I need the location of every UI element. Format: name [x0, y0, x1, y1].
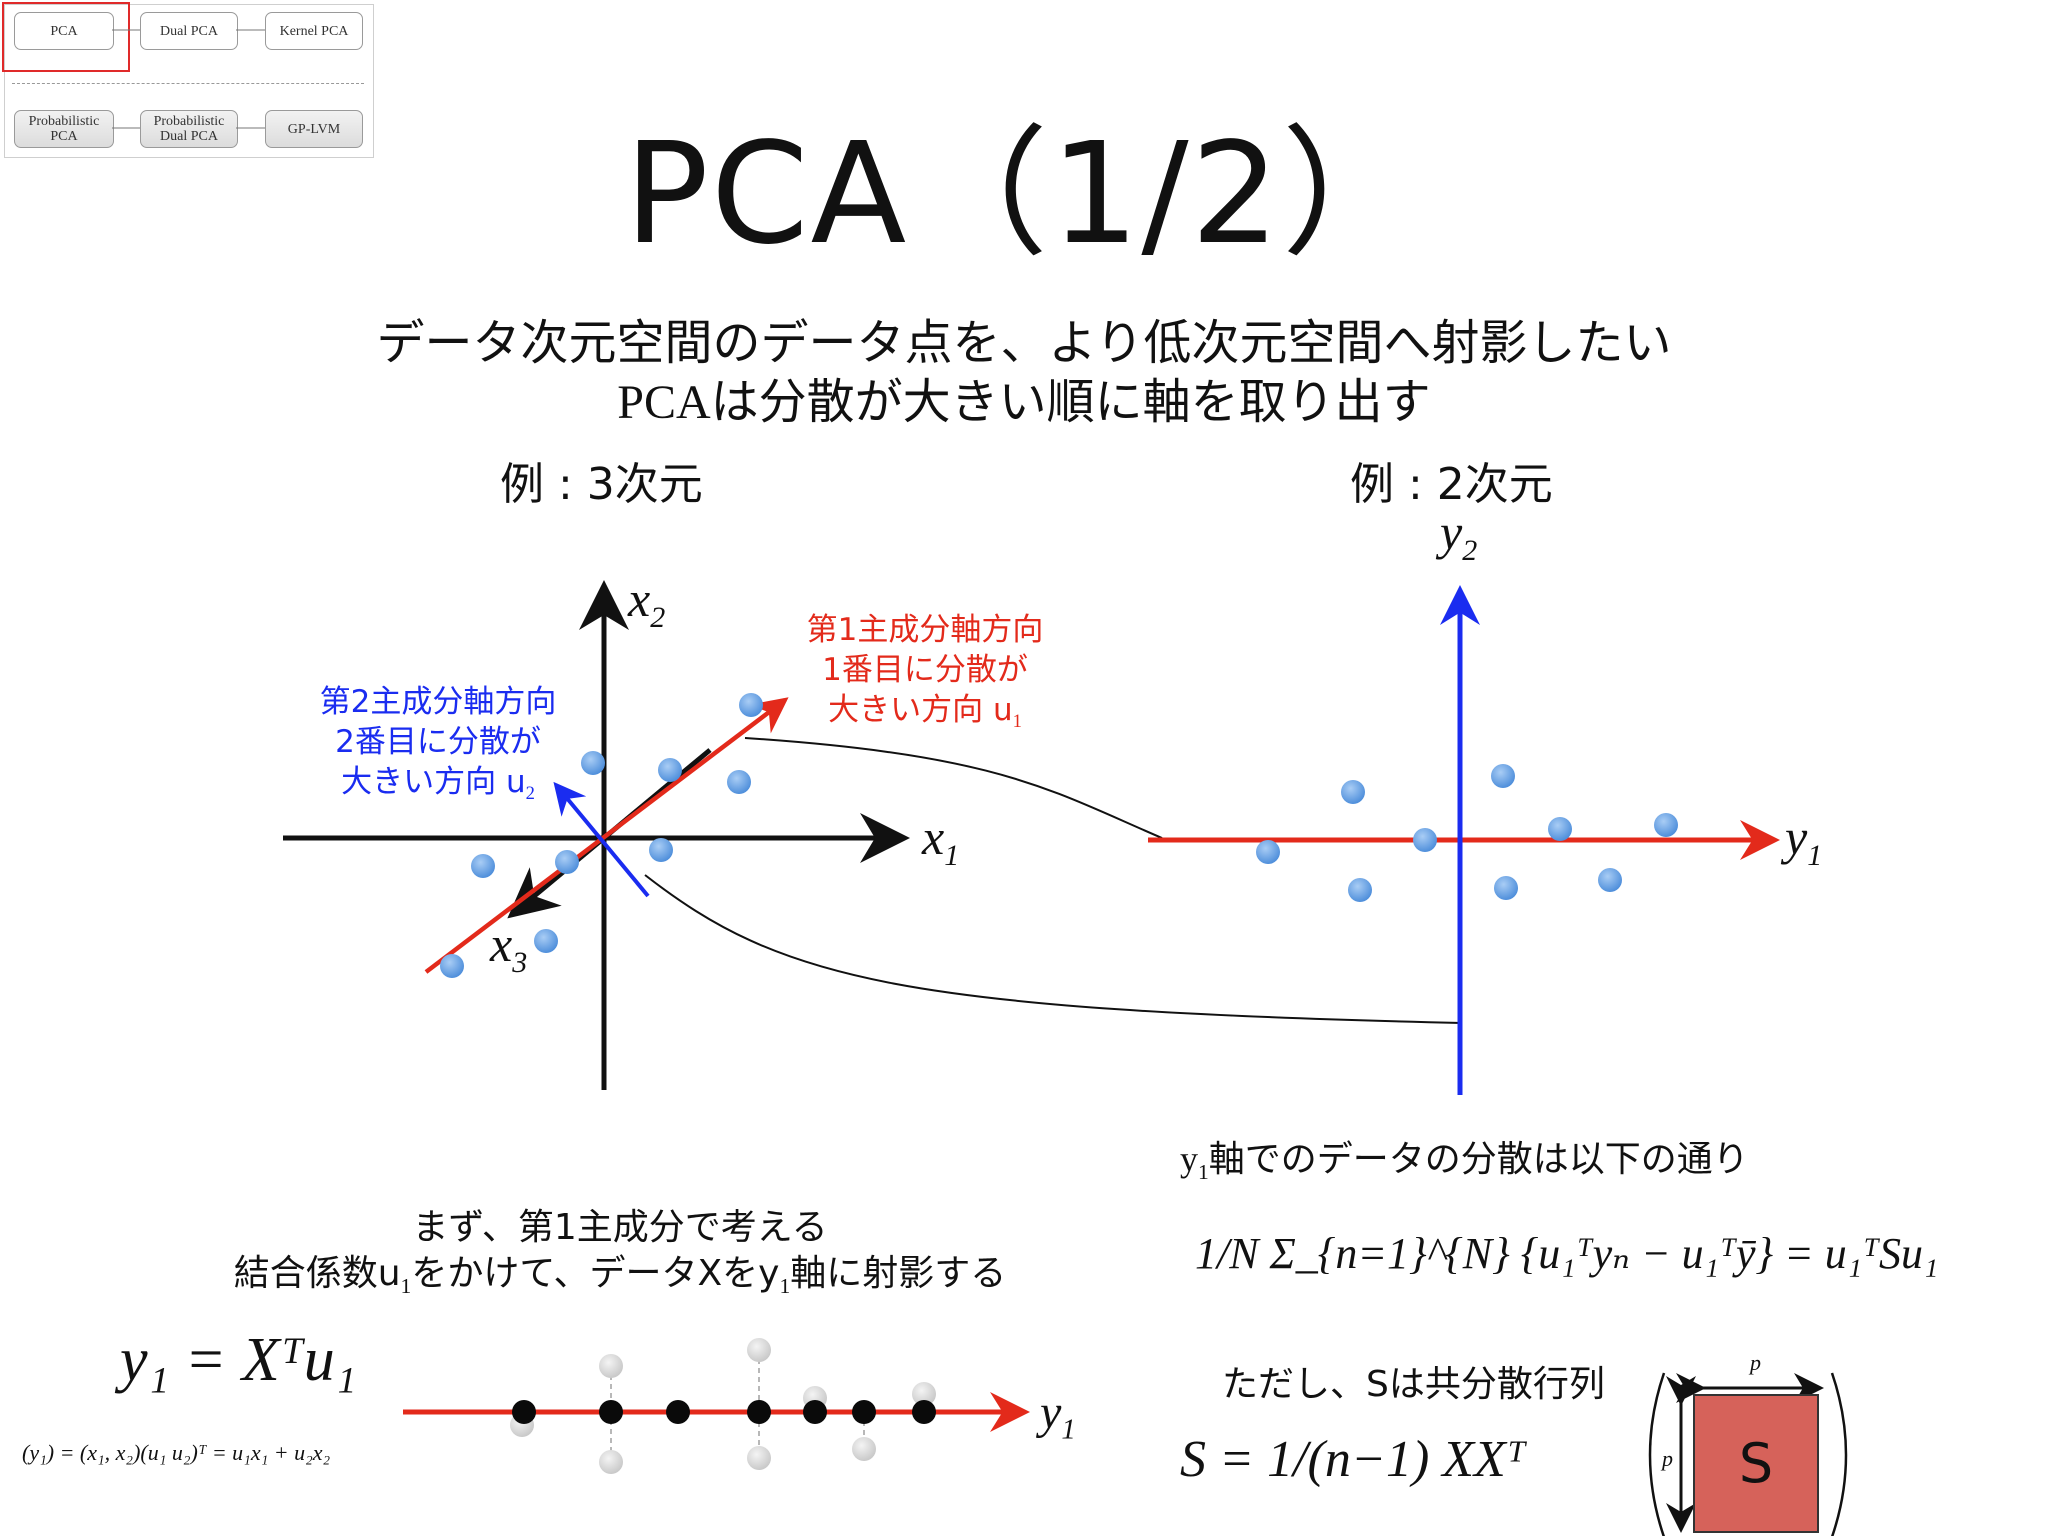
nav-label: Probabilistic PCA — [28, 114, 100, 144]
nav-box-gp-lvm[interactable]: GP-LVM — [265, 110, 363, 148]
projection-illustration — [403, 1338, 1030, 1474]
data-point — [1348, 878, 1372, 902]
x2-axis-label: x2 — [628, 571, 666, 634]
nav-box-probabilistic-dual-pca[interactable]: Probabilistic Dual PCA — [140, 110, 238, 148]
nav-box-pca[interactable]: PCA — [14, 12, 114, 50]
pc1-annotation: 第1主成分軸方向 1番目に分散が 大きい方向 u1 — [770, 610, 1080, 742]
data-point — [1548, 817, 1572, 841]
pc2-annotation: 第2主成分軸方向 2番目に分散が 大きい方向 u2 — [283, 682, 593, 814]
data-point — [581, 751, 605, 775]
x1-axis-label: x1 — [922, 809, 960, 872]
nav-label: Kernel PCA — [279, 23, 349, 39]
data-point — [1491, 764, 1515, 788]
step-line2: 結合係数u1をかけて、データXをy1軸に射影する — [233, 1253, 1007, 1299]
data-point — [658, 758, 682, 782]
data-point — [739, 693, 763, 717]
nav-label: PCA — [50, 23, 78, 39]
step-line1: まず、第1主成分で考える — [412, 1207, 828, 1248]
variance-equation: 1/N Σ_{n=1}^{N} {u₁ᵀyₙ − u₁ᵀȳ} = u₁ᵀSu₁ — [1195, 1229, 1939, 1278]
pc1-line3: 大きい方向 u1 — [828, 692, 1022, 733]
nav-box-dual-pca[interactable]: Dual PCA — [140, 12, 238, 50]
projected-point — [599, 1400, 623, 1424]
matrix-dim-left: p — [1662, 1446, 1673, 1471]
nav-box-kernel-pca[interactable]: Kernel PCA — [265, 12, 363, 50]
data-point — [1494, 876, 1518, 900]
data-point — [1598, 868, 1622, 892]
page-title: PCA（1/2） — [624, 113, 1424, 276]
pc2-axis-line — [553, 781, 650, 898]
data-point — [1654, 813, 1678, 837]
data-point — [1256, 840, 1280, 864]
nav-border — [4, 4, 374, 158]
data-points-3d — [440, 693, 763, 978]
original-point — [599, 1450, 623, 1474]
y2-axis-label: y2 — [1440, 504, 1478, 567]
projected-point — [803, 1400, 827, 1424]
nav-label: Dual PCA — [160, 23, 218, 39]
data-point — [1413, 828, 1437, 852]
data-point — [727, 770, 751, 794]
pc2-line2: 2番目に分散が — [335, 724, 541, 760]
projected-point — [912, 1400, 936, 1424]
connector-curve-pc2 — [644, 874, 1463, 1024]
projection-equation: y₁ = Xᵀu₁ — [120, 1326, 357, 1394]
x3-axis-label: x3 — [490, 916, 528, 979]
projected-point — [852, 1400, 876, 1424]
nav-label: GP-LVM — [287, 121, 341, 137]
original-point — [912, 1382, 936, 1406]
matrix-label: S — [1738, 1432, 1774, 1495]
data-point — [555, 850, 579, 874]
original-point — [747, 1446, 771, 1470]
connector-curve-pc1 — [744, 737, 1163, 839]
expanded-equation: (y₁) = (x₁, x₂)(u₁ u₂)ᵀ = u₁x₁ + u₂x₂ — [22, 1440, 331, 1465]
data-point — [440, 954, 464, 978]
data-point — [471, 854, 495, 878]
pc2-line3: 大きい方向 u2 — [341, 764, 535, 805]
projected-point — [747, 1400, 771, 1424]
nav-label: Probabilistic Dual PCA — [153, 114, 225, 144]
nav-active-highlight — [2, 2, 130, 72]
step-text: まず、第1主成分で考える 結合係数u1をかけて、データXをy1軸に射影する — [190, 1205, 1050, 1309]
data-point — [1341, 780, 1365, 804]
nav-box-probabilistic-pca[interactable]: Probabilistic PCA — [14, 110, 114, 148]
matrix-dimension-arrows — [1648, 1372, 1848, 1536]
projected-point — [666, 1400, 690, 1424]
pc1-line1: 第1主成分軸方向 — [806, 612, 1044, 648]
covariance-equation: S = 1/(n−1) XXᵀ — [1180, 1431, 1526, 1488]
data-points-2d — [1256, 764, 1678, 902]
nav-connectors — [112, 29, 265, 129]
matrix-dim-top: p — [1750, 1350, 1761, 1375]
subtitle-line1: データ次元空間のデータ点を、より低次元空間へ射影したい — [376, 315, 1672, 371]
subtitle-line2: PCAは分散が大きい順に軸を取り出す — [617, 376, 1431, 429]
variance-heading: y1軸でのデータの分散は以下の通り — [1180, 1139, 1749, 1185]
original-point — [747, 1338, 771, 1362]
covariance-matrix: S — [1693, 1394, 1819, 1533]
example-left-label: 例 : 3次元 — [500, 459, 703, 510]
data-point — [534, 929, 558, 953]
pc1-axis-line — [424, 697, 789, 974]
pc2-line1: 第2主成分軸方向 — [319, 684, 557, 720]
pc1-line2: 1番目に分散が — [822, 652, 1028, 688]
projection-axis-label: y1 — [1040, 1386, 1076, 1446]
original-point — [852, 1437, 876, 1461]
data-point — [649, 838, 673, 862]
projected-point — [512, 1400, 536, 1424]
example-right-label: 例 : 2次元 — [1350, 459, 1553, 510]
covariance-note: ただし、Sは共分散行列 — [1222, 1364, 1605, 1405]
y1-axis-label: y1 — [1785, 809, 1823, 872]
nav-divider — [12, 83, 364, 84]
original-point — [599, 1354, 623, 1378]
